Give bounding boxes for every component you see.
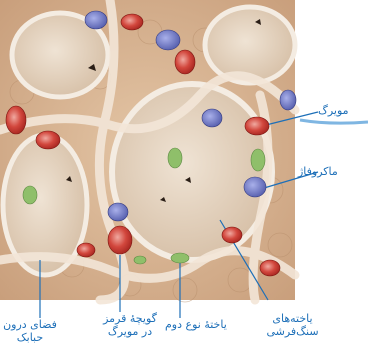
- label-squamous-cells: یاخته‌های سنگ‌فرشی: [255, 312, 330, 338]
- label-macrophage: ماکروفاژ: [298, 165, 338, 178]
- accent-swoosh: [300, 120, 368, 123]
- label-alveolar-space-line1: فضای درون: [0, 318, 60, 331]
- alveolus-top-right: [205, 7, 295, 83]
- label-alveolar-space: فضای درون حبابک: [0, 318, 60, 344]
- label-type2-cell: یاختهٔ نوع دوم: [165, 318, 227, 331]
- alveolus-main: [112, 84, 272, 260]
- label-red-blood-cell-line1: گویچهٔ قرمز: [90, 312, 170, 325]
- label-red-blood-cell-line2: در مویرگ: [90, 325, 170, 338]
- label-red-blood-cell: گویچهٔ قرمز در مویرگ: [90, 312, 170, 338]
- label-squamous-cells-line2: سنگ‌فرشی: [255, 325, 330, 338]
- label-capillary: مویرگ: [318, 104, 349, 117]
- label-squamous-cells-line1: یاخته‌های: [255, 312, 330, 325]
- label-alveolar-space-line2: حبابک: [0, 331, 60, 344]
